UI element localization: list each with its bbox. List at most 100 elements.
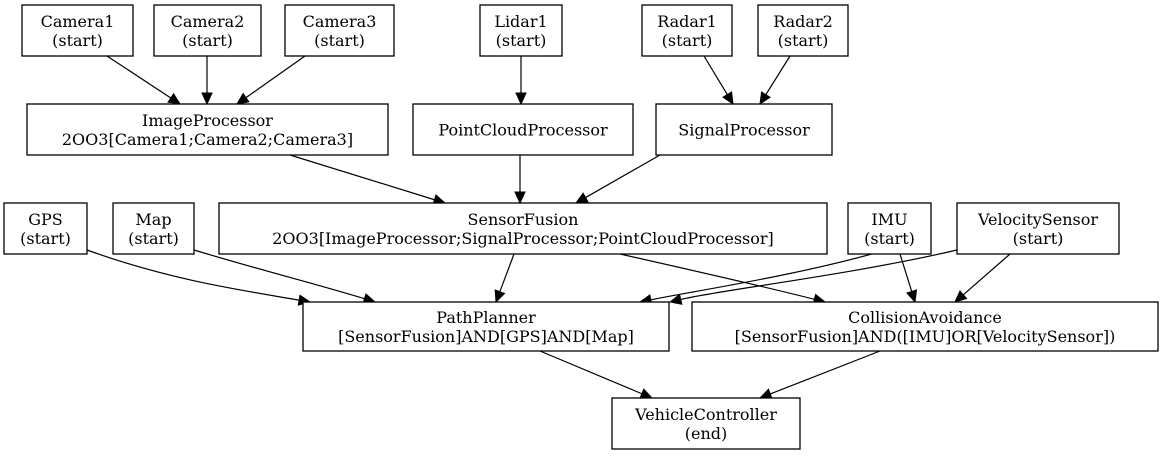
- edge-velocitysensor-to-collisionavoidance: [954, 253, 1011, 303]
- node-box: [691, 301, 1159, 352]
- node-lidar1: Lidar1(start): [479, 4, 563, 57]
- node-box: [218, 202, 828, 255]
- node-title: Camera2: [171, 12, 245, 31]
- node-box: [21, 4, 134, 57]
- node-subtitle: (start): [1013, 229, 1064, 248]
- node-title: VelocitySensor: [977, 210, 1098, 229]
- node-subtitle: (start): [496, 31, 547, 50]
- arrow-head: [236, 92, 250, 105]
- edge-line: [765, 55, 791, 95]
- edge-camera3-to-imageprocessor: [236, 55, 306, 105]
- arrow-head: [515, 92, 527, 106]
- edge-line: [193, 249, 365, 300]
- node-box: [479, 4, 563, 57]
- node-title: IMU: [871, 210, 907, 229]
- edge-line: [245, 55, 306, 99]
- edge-gps-to-pathplanner: [86, 249, 312, 306]
- edge-line: [650, 249, 887, 301]
- node-box: [655, 103, 833, 156]
- node-box: [26, 103, 389, 156]
- node-subtitle: 2OO3[ImageProcessor;SignalProcessor;Poin…: [272, 229, 774, 248]
- edge-line: [899, 253, 913, 292]
- edge-line: [106, 55, 172, 99]
- node-imageprocessor: ImageProcessor2OO3[Camera1;Camera2;Camer…: [26, 103, 389, 156]
- node-camera3: Camera3(start): [284, 4, 395, 57]
- node-pointcloudprocessor: PointCloudProcessor: [412, 103, 634, 156]
- edge-radar1-to-signalprocessor: [703, 55, 734, 106]
- node-subtitle: (start): [20, 229, 71, 248]
- edge-lidar1-to-pointcloudprocessor: [515, 56, 527, 106]
- edge-sensorfusion-to-collisionavoidance: [619, 253, 827, 305]
- node-camera1: Camera1(start): [21, 4, 134, 57]
- nodes-layer: Camera1(start)Camera2(start)Camera3(star…: [3, 4, 1159, 450]
- arrow-head: [639, 388, 654, 399]
- node-title: Camera1: [41, 12, 115, 31]
- edge-collisionavoidance-to-vehiclecontroller: [758, 350, 881, 400]
- node-title: SensorFusion: [468, 210, 579, 229]
- node-subtitle: 2OO3[Camera1;Camera2;Camera3]: [62, 130, 353, 149]
- node-title: Radar2: [773, 12, 833, 31]
- node-title: SignalProcessor: [678, 121, 810, 140]
- edge-pointcloudprocessor-to-sensorfusion: [514, 155, 526, 205]
- edge-camera2-to-imageprocessor: [201, 56, 213, 106]
- arrow-head: [574, 192, 589, 204]
- node-subtitle: [SensorFusion]AND([IMU]OR[VelocitySensor…: [735, 327, 1116, 346]
- edge-line: [499, 253, 515, 292]
- edge-line: [585, 154, 661, 199]
- node-signalprocessor: SignalProcessor: [655, 103, 833, 156]
- node-velocitysensor: VelocitySensor(start): [956, 202, 1120, 255]
- node-title: Map: [135, 210, 171, 229]
- node-title: Lidar1: [494, 12, 547, 31]
- node-box: [112, 202, 195, 255]
- node-box: [3, 202, 88, 255]
- node-subtitle: (start): [182, 31, 233, 50]
- edge-velocitysensor-to-pathplanner: [668, 249, 958, 305]
- node-title: Radar1: [657, 12, 717, 31]
- node-title: PointCloudProcessor: [438, 121, 608, 140]
- node-subtitle: (start): [864, 229, 915, 248]
- node-collisionavoidance: CollisionAvoidance[SensorFusion]AND([IMU…: [691, 301, 1159, 352]
- arrow-head: [722, 91, 734, 106]
- edge-line: [680, 249, 958, 301]
- arrow-head: [668, 293, 683, 305]
- node-title: GPS: [28, 210, 63, 229]
- edge-camera1-to-imageprocessor: [106, 55, 182, 105]
- node-subtitle: (start): [52, 31, 103, 50]
- node-subtitle: (start): [778, 31, 829, 50]
- edge-pathplanner-to-vehiclecontroller: [539, 350, 654, 399]
- edge-map-to-pathplanner: [193, 249, 377, 305]
- edge-line: [619, 253, 815, 300]
- node-subtitle: (end): [685, 424, 728, 443]
- edge-sensorfusion-to-pathplanner: [494, 253, 515, 304]
- node-subtitle: (start): [128, 229, 179, 248]
- node-box: [302, 301, 670, 352]
- node-box: [847, 202, 932, 255]
- node-subtitle: [SensorFusion]AND[GPS]AND[Map]: [338, 327, 634, 346]
- node-box: [153, 4, 262, 57]
- node-pathplanner: PathPlanner[SensorFusion]AND[GPS]AND[Map…: [302, 301, 670, 352]
- node-box: [611, 397, 801, 450]
- arrow-head: [759, 91, 771, 106]
- edge-line: [86, 249, 300, 301]
- edge-radar2-to-signalprocessor: [759, 55, 791, 106]
- node-box: [956, 202, 1120, 255]
- edge-line: [703, 55, 728, 95]
- arrow-head: [494, 289, 506, 304]
- node-subtitle: (start): [662, 31, 713, 50]
- arrow-head: [167, 92, 182, 105]
- arrow-head: [514, 191, 526, 205]
- arrow-head: [906, 289, 918, 304]
- node-radar1: Radar1(start): [641, 4, 733, 57]
- edges-layer: [86, 55, 1011, 400]
- edge-signalprocessor-to-sensorfusion: [574, 154, 661, 204]
- node-title: Camera3: [303, 12, 377, 31]
- arrow-head: [758, 388, 773, 400]
- node-title: CollisionAvoidance: [848, 308, 1002, 327]
- edge-line: [962, 253, 1011, 296]
- edge-line: [770, 350, 881, 395]
- node-box: [412, 103, 634, 156]
- node-title: VehicleController: [634, 405, 777, 424]
- edge-line: [539, 350, 643, 395]
- node-gps: GPS(start): [3, 202, 88, 255]
